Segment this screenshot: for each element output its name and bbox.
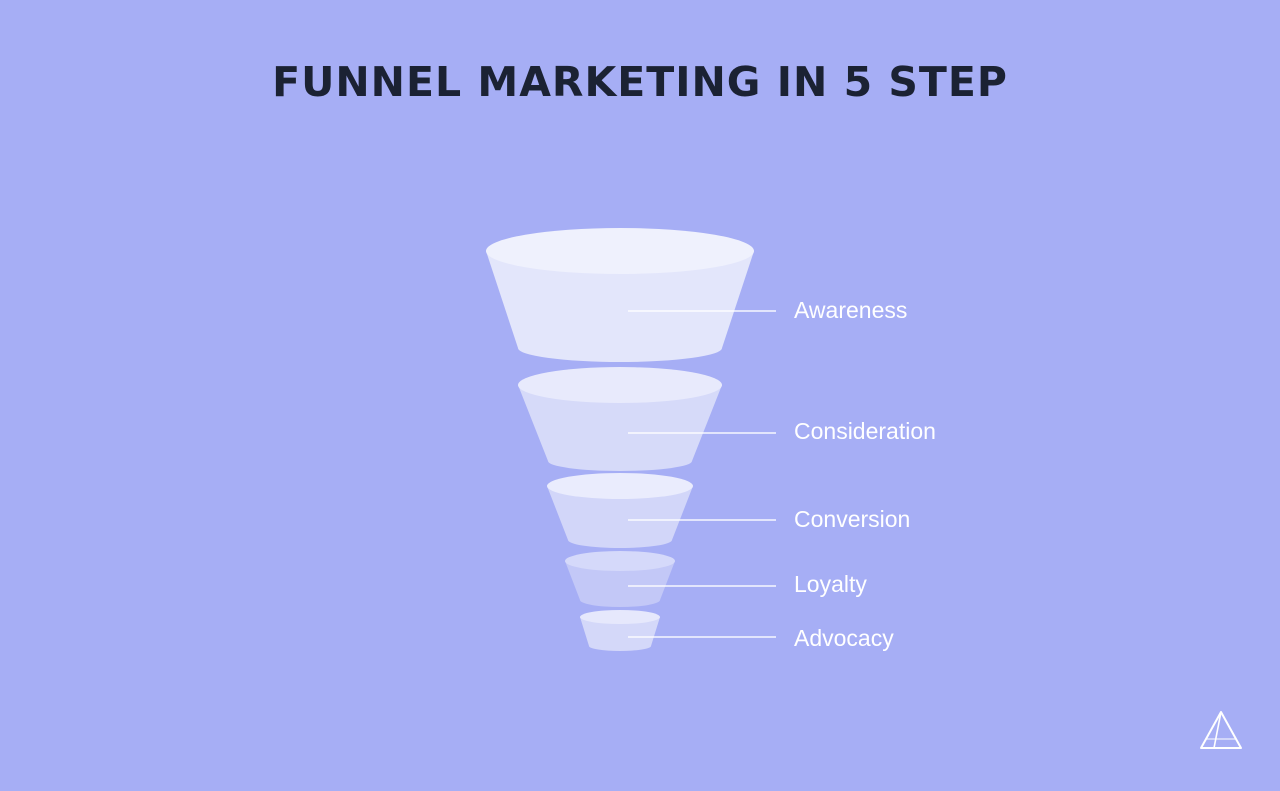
funnel-segment-top <box>518 367 722 403</box>
stage-label-consideration: Consideration <box>794 418 936 444</box>
stage-label-loyalty: Loyalty <box>794 571 867 597</box>
page-title: FUNNEL MARKETING IN 5 STEP <box>272 58 1008 106</box>
triangle-logo-icon <box>1200 711 1242 749</box>
funnel-segment-body <box>547 486 693 548</box>
funnel-segment-top <box>580 610 660 624</box>
stage-label-awareness: Awareness <box>794 297 907 323</box>
funnel-stage-loyalty: Loyalty <box>565 551 867 607</box>
funnel-segment-body <box>486 251 754 362</box>
stage-label-conversion: Conversion <box>794 506 910 532</box>
funnel-segment-top <box>486 228 754 274</box>
funnel-stage-consideration: Consideration <box>518 367 936 471</box>
funnel-segment-top <box>547 473 693 499</box>
funnel-segment-body <box>518 385 722 471</box>
funnel-segment-body <box>565 561 675 607</box>
funnel-stage-advocacy: Advocacy <box>580 610 894 651</box>
funnel-segment-body <box>580 617 660 651</box>
funnel-stage-conversion: Conversion <box>547 473 910 548</box>
funnel-stage-awareness: Awareness <box>486 228 907 362</box>
funnel-segment-top <box>565 551 675 571</box>
stage-label-advocacy: Advocacy <box>794 625 894 651</box>
